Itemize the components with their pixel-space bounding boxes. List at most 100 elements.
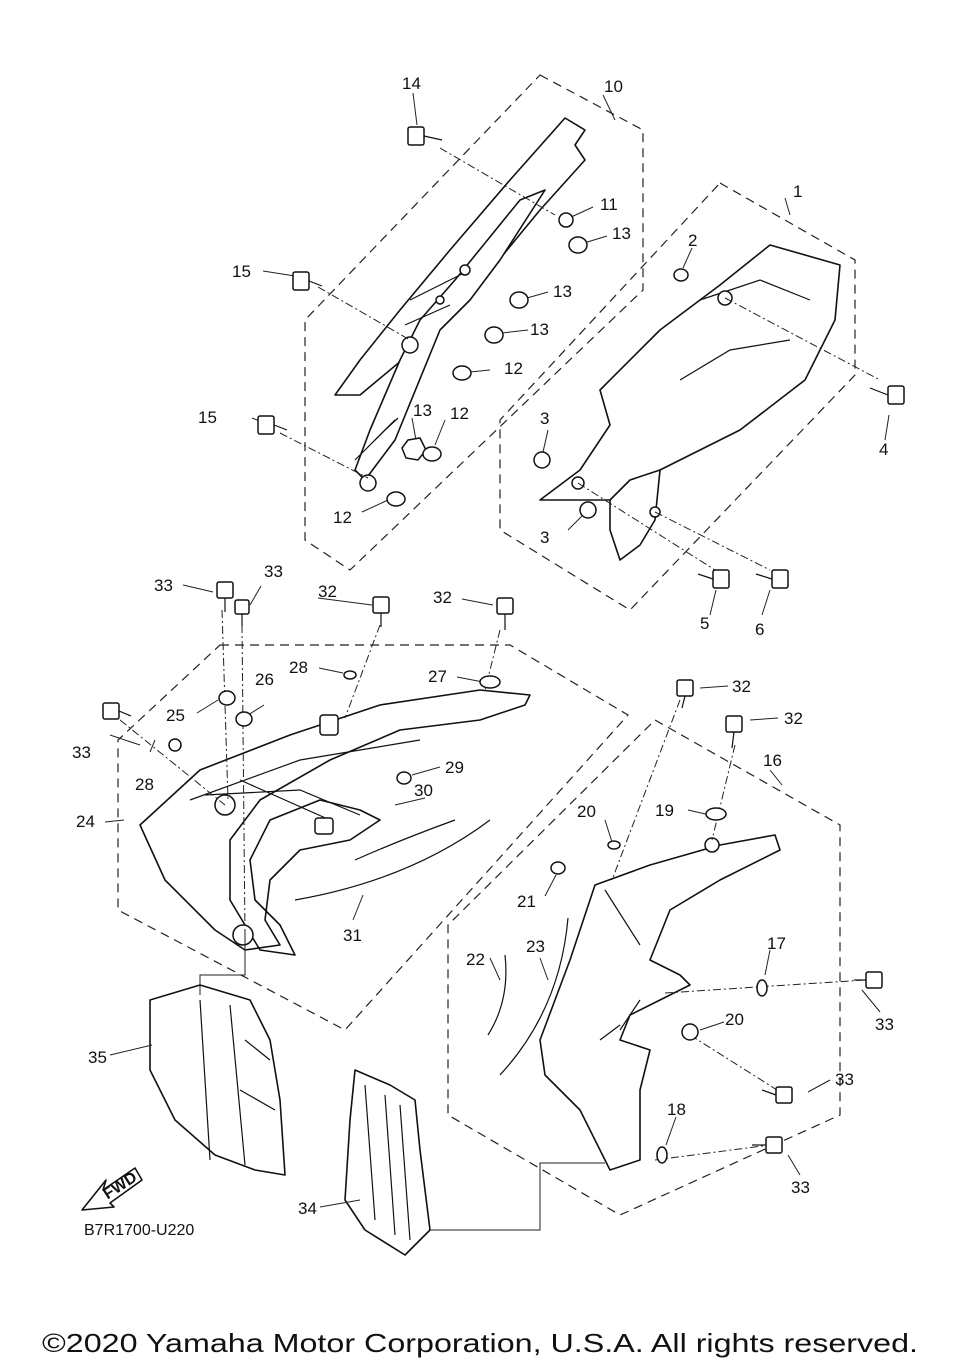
callout-10: 12: [333, 508, 352, 527]
callout-3: 3: [540, 528, 549, 547]
bolt-6: [755, 569, 789, 589]
fwd-label: FWD: [100, 1169, 140, 1203]
callout-20: 20: [577, 802, 596, 821]
bolt-33-a: [216, 581, 234, 612]
part-24-shroud-left: [139, 689, 531, 956]
callout-1: 1: [793, 182, 802, 201]
callout-16: 16: [763, 751, 782, 770]
grommet-13a: [568, 236, 588, 254]
callout-21: 21: [517, 892, 536, 911]
callout-32: 32: [784, 709, 803, 728]
callout-25: 25: [166, 706, 185, 725]
grommet-25: [218, 690, 236, 706]
callout-18: 18: [667, 1100, 686, 1119]
callout-35: 35: [88, 1048, 107, 1067]
callout-28: 28: [135, 775, 154, 794]
callout-33: 33: [72, 743, 91, 762]
callout-17: 17: [767, 934, 786, 953]
bolt-32-a: [372, 596, 390, 627]
cap-12: [422, 446, 442, 462]
part-7-bracket: [334, 117, 586, 492]
bolt-32-b: [496, 597, 514, 630]
callout-14: 14: [402, 74, 421, 93]
callout-32: 32: [433, 588, 452, 607]
fwd-arrow-icon: FWD: [81, 1167, 143, 1211]
part-22-23-strips: [487, 917, 569, 1076]
grommet-20-lower: [681, 1023, 699, 1041]
clip-28-lower: [168, 738, 182, 752]
bolt-33-b: [234, 599, 250, 626]
bolt-32-d: [725, 715, 743, 749]
part-30-31-strips: [294, 819, 491, 901]
callout-15: 15: [198, 408, 217, 427]
callout-5: 5: [700, 614, 709, 633]
bolt-14: [407, 126, 443, 146]
callout-19: 19: [655, 801, 674, 820]
group-outlines: [117, 74, 856, 1216]
clip-28-upper: [343, 670, 357, 680]
clip-18: [656, 1146, 668, 1164]
grommet-3b: [579, 501, 597, 519]
callout-33: 33: [835, 1070, 854, 1089]
callout-28: 28: [289, 658, 308, 677]
callout-11: 13: [413, 401, 432, 420]
grommet-3a: [533, 451, 551, 469]
callout-33: 33: [791, 1178, 810, 1197]
group-outline-radiator-shroud-right: [447, 719, 841, 1216]
callout-15: 15: [232, 262, 251, 281]
bolt-5: [697, 569, 730, 589]
callout-31: 31: [343, 926, 362, 945]
callout-20: 20: [725, 1010, 744, 1029]
callout-34: 34: [298, 1199, 317, 1218]
clip-17: [756, 979, 768, 997]
callout-7: 10: [604, 77, 623, 96]
callout-2: 2: [688, 231, 697, 250]
collar-8: [558, 212, 574, 228]
callout-labels: 14 10 11 13 15 13 13 12 15 13 12 12 1 2 …: [72, 74, 894, 1218]
bolt-15-lower: [257, 415, 288, 435]
part-35-scoop-left: [149, 984, 286, 1176]
part-16-shroud-right: [539, 834, 781, 1171]
callout-6: 6: [755, 620, 764, 639]
callout-22: 22: [466, 950, 485, 969]
callout-32: 32: [732, 677, 751, 696]
callout-32: 32: [318, 582, 337, 601]
callout-30: 30: [414, 781, 433, 800]
callout-27: 27: [428, 667, 447, 686]
clip-20-upper: [607, 840, 621, 850]
callout-33: 33: [264, 562, 283, 581]
callout-26: 26: [255, 670, 274, 689]
callout-12: 12: [450, 404, 469, 423]
washer-19: [705, 807, 727, 821]
hardware: [102, 126, 905, 1164]
bolt-4: [869, 385, 905, 405]
callout-3: 3: [540, 409, 549, 428]
diagram-code: B7R1700-U220: [84, 1222, 194, 1239]
copyright-notice: ©2020 Yamaha Motor Corporation, U.S.A. A…: [42, 1328, 918, 1358]
collar-21: [550, 861, 566, 875]
washer-9: [452, 365, 472, 381]
bolt-33-f: [752, 1136, 783, 1154]
nut-11: [401, 437, 427, 461]
grommet-13c: [484, 326, 504, 344]
callout-23: 23: [526, 937, 545, 956]
callout-9: 12: [504, 359, 523, 378]
bolt-33-d: [854, 971, 883, 989]
washer-27: [479, 675, 501, 689]
callout-29: 29: [445, 758, 464, 777]
part-1-side-cover: [539, 244, 841, 561]
group-outline-seat-bracket: [304, 74, 644, 571]
part-34-louver: [344, 1069, 431, 1256]
callout-33: 33: [875, 1015, 894, 1034]
callout-13: 13: [612, 224, 631, 243]
callout-13: 13: [530, 320, 549, 339]
bolt-32-c: [676, 679, 694, 709]
washer-10: [386, 491, 406, 507]
callout-4: 4: [879, 440, 888, 459]
group-outline-side-cover: [499, 182, 856, 611]
callout-13: 13: [553, 282, 572, 301]
grommet-13b: [509, 291, 529, 309]
cap-29: [396, 771, 412, 785]
callout-33: 33: [154, 576, 173, 595]
grommet-26: [235, 711, 253, 727]
